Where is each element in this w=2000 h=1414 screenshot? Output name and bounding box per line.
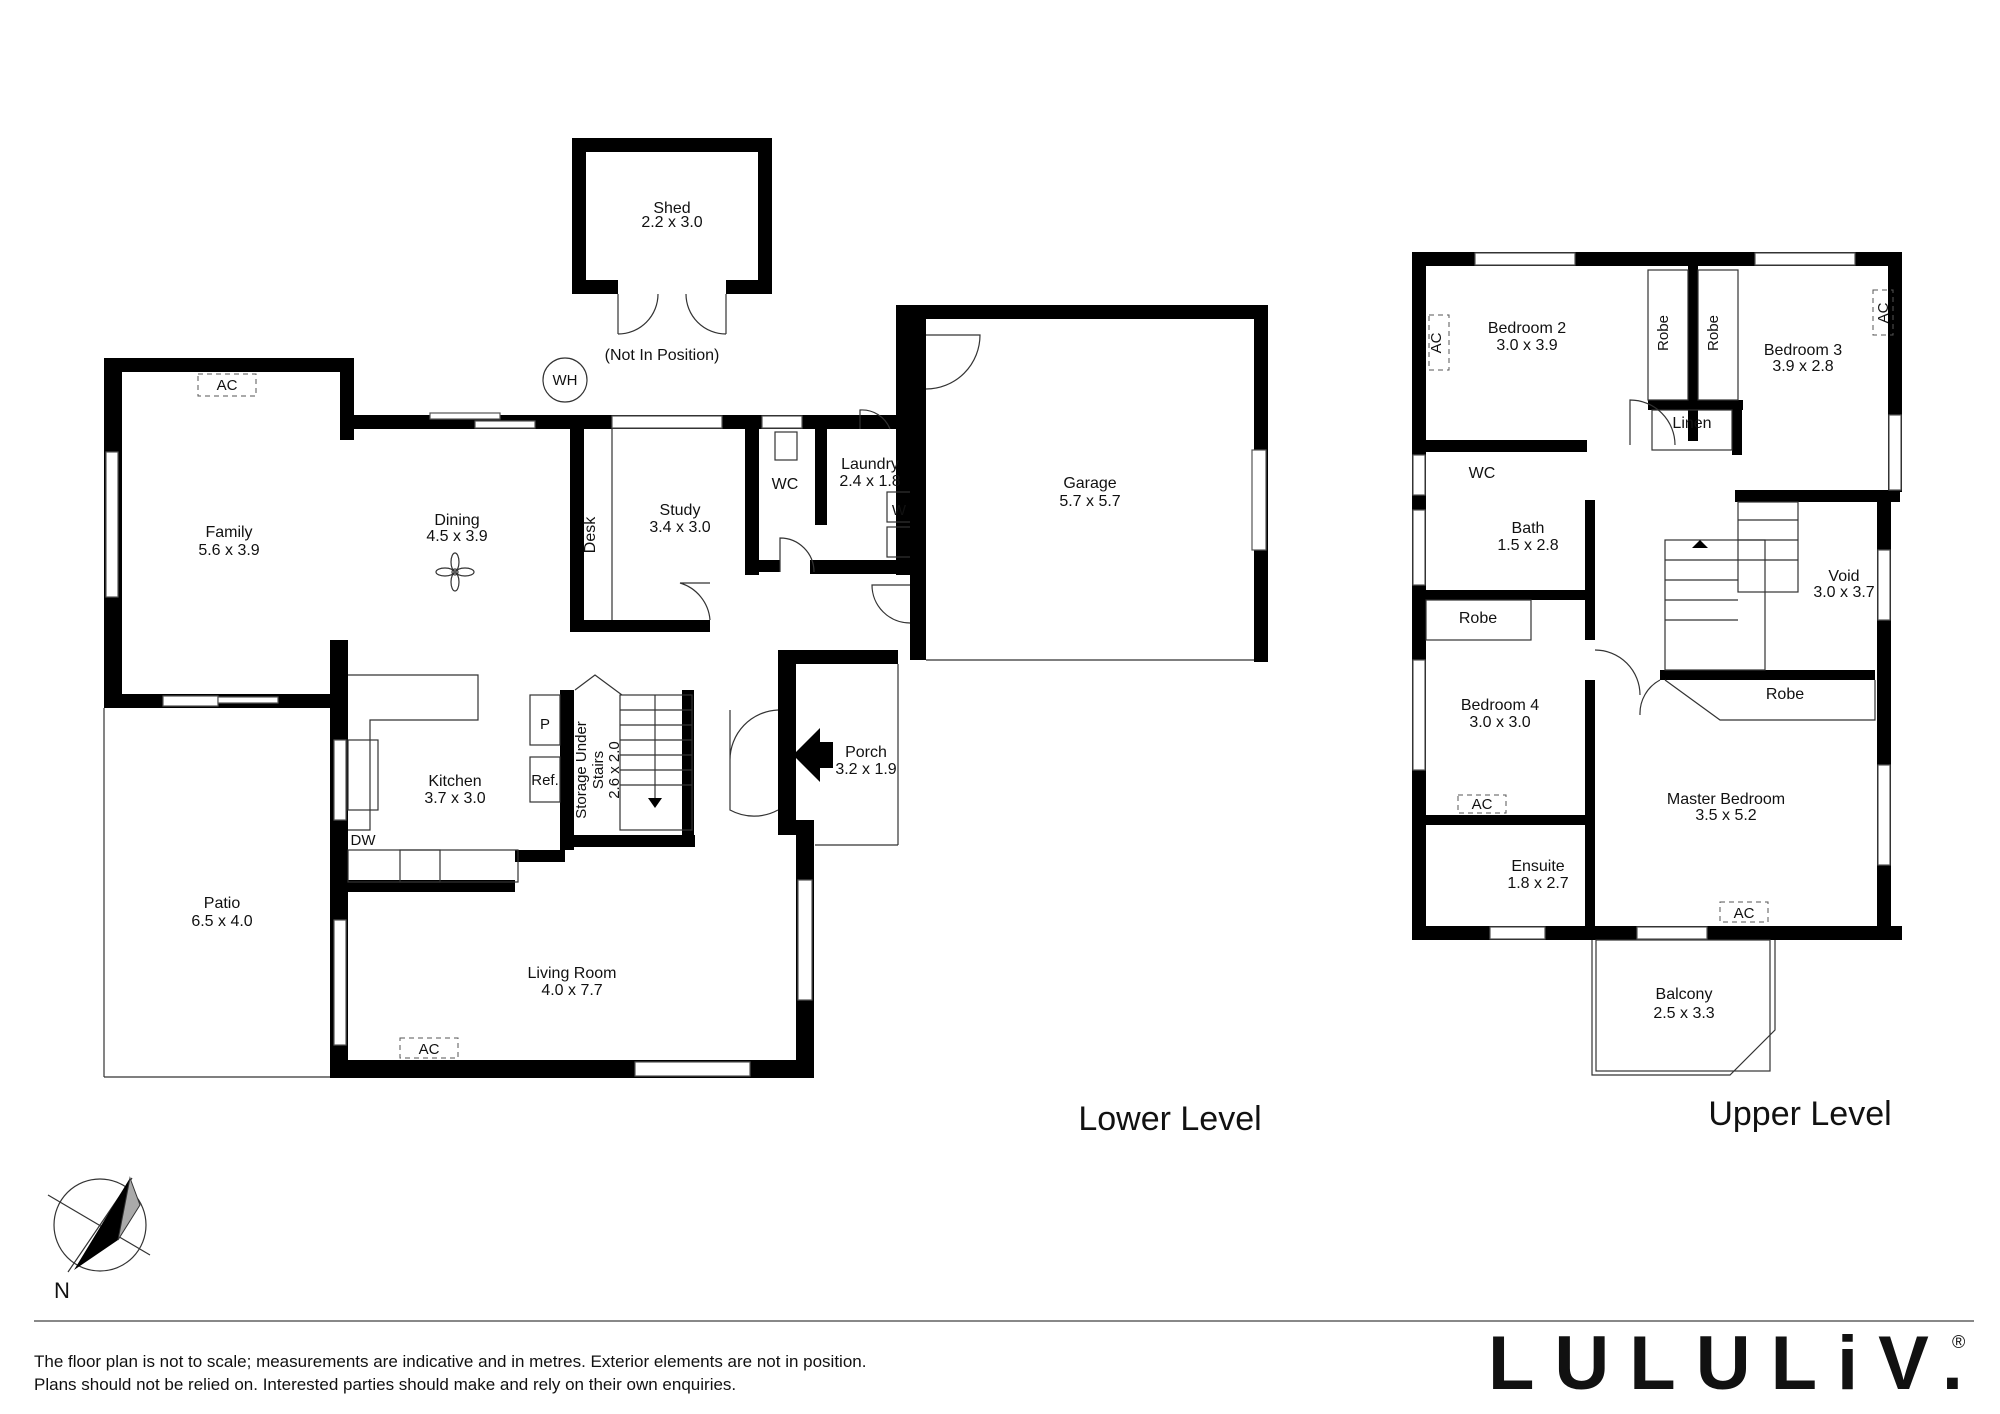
disclaimer: The floor plan is not to scale; measurem… [34, 1350, 866, 1396]
dishwasher-label: DW [351, 832, 377, 849]
room-dims: 3.0 x 3.0 [1469, 714, 1530, 731]
robe-label: Robe [1459, 610, 1497, 627]
compass-icon: N [47, 1176, 151, 1303]
room-dims: 6.5 x 4.0 [191, 913, 252, 930]
room-dims: 1.5 x 2.8 [1497, 537, 1558, 554]
wc-label: WC [772, 476, 799, 493]
room-dims: 4.5 x 3.9 [426, 528, 487, 545]
room-name: Void [1828, 568, 1859, 585]
stairs [574, 674, 693, 831]
pantry-label: P [540, 716, 550, 733]
room-dims: 3.2 x 1.9 [835, 761, 896, 778]
room-name: Living Room [528, 965, 617, 982]
room-name: Study [660, 502, 701, 519]
storage-dims: 2.6 x 2.0 [606, 741, 623, 799]
room-name: Patio [204, 895, 241, 912]
robe-label: Robe [1766, 686, 1804, 703]
room-name: Bath [1512, 520, 1545, 537]
room-name: Dining [434, 512, 479, 529]
room-name: Shed [653, 200, 690, 217]
ac-label: AC [1428, 332, 1445, 353]
disclaimer-line-1: The floor plan is not to scale; measurem… [34, 1352, 867, 1371]
room-name: Master Bedroom [1667, 791, 1785, 808]
fridge-label: Ref. [531, 772, 559, 789]
family-dining-walls [104, 358, 570, 708]
storage-line1: Storage Under [573, 721, 590, 819]
kitchen-living-walls [330, 650, 899, 1078]
patio-outline [103, 708, 330, 1078]
room-name: Porch [845, 744, 887, 761]
room-dims: 3.9 x 2.8 [1772, 358, 1833, 375]
room-name: Family [205, 524, 252, 541]
robe-label: Robe [1705, 315, 1722, 351]
ceiling-fan-icon [435, 552, 475, 592]
study-block-walls [570, 305, 920, 632]
ac-label: AC [1734, 905, 1755, 922]
storage-line2: Stairs [590, 751, 607, 789]
room-dims: 2.4 x 1.8 [839, 473, 900, 490]
room-dims: 1.8 x 2.7 [1507, 875, 1568, 892]
room-dims: 3.7 x 3.0 [424, 790, 485, 807]
not-in-position-label: (Not In Position) [605, 347, 720, 364]
ac-label: AC [1472, 796, 1493, 813]
ac-label: AC [217, 377, 238, 394]
brand-logo: LULULiV. [1488, 1321, 1983, 1406]
room-name: Bedroom 3 [1764, 342, 1842, 359]
upper-level-plan [1412, 252, 1902, 1076]
water-heater-icon [542, 357, 588, 403]
registered-mark: ® [1952, 1332, 1966, 1352]
lower-level-plan [103, 138, 1268, 1078]
lower-level-title: Lower Level [1078, 1100, 1261, 1138]
room-dims: 5.7 x 5.7 [1059, 493, 1120, 510]
lower-room-labels: Shed 2.2 x 3.0 (Not In Position) WH AC F… [191, 200, 1261, 1138]
room-dims: 4.0 x 7.7 [541, 982, 602, 999]
room-dims: 3.0 x 3.7 [1813, 584, 1874, 601]
garage-walls [871, 305, 1268, 662]
disclaimer-line-2: Plans should not be relied on. Intereste… [34, 1375, 737, 1394]
room-dims: 3.0 x 3.9 [1496, 337, 1557, 354]
room-dims: 3.5 x 5.2 [1695, 807, 1756, 824]
desk-label: Desk [582, 516, 599, 553]
room-dims: 5.6 x 3.9 [198, 542, 259, 559]
room-name: Garage [1063, 475, 1116, 492]
shed [572, 138, 772, 335]
upper-room-labels: Bedroom 2 3.0 x 3.9 Bedroom 3 3.9 x 2.8 … [1428, 302, 1892, 1133]
washer-label: W [892, 502, 907, 519]
footer-divider [34, 1320, 1974, 1322]
entry-arrow-icon [793, 728, 833, 782]
room-name: Bedroom 2 [1488, 320, 1566, 337]
upper-level-title: Upper Level [1708, 1095, 1891, 1133]
wh-label: WH [553, 372, 578, 389]
wc-label: WC [1469, 465, 1496, 482]
ac-label: AC [1875, 302, 1892, 323]
ac-label: AC [419, 1041, 440, 1058]
room-dims: 3.4 x 3.0 [649, 519, 710, 536]
room-name: Balcony [1656, 986, 1713, 1003]
room-name: Ensuite [1511, 858, 1564, 875]
north-label: N [54, 1278, 70, 1303]
room-name: Bedroom 4 [1461, 697, 1539, 714]
room-name: Laundry [841, 456, 899, 473]
room-name: Kitchen [428, 773, 481, 790]
room-dims: 2.2 x 3.0 [641, 214, 702, 231]
room-dims: 2.5 x 3.3 [1653, 1005, 1714, 1022]
linen-label: Linen [1672, 415, 1711, 432]
robe-label: Robe [1655, 315, 1672, 351]
